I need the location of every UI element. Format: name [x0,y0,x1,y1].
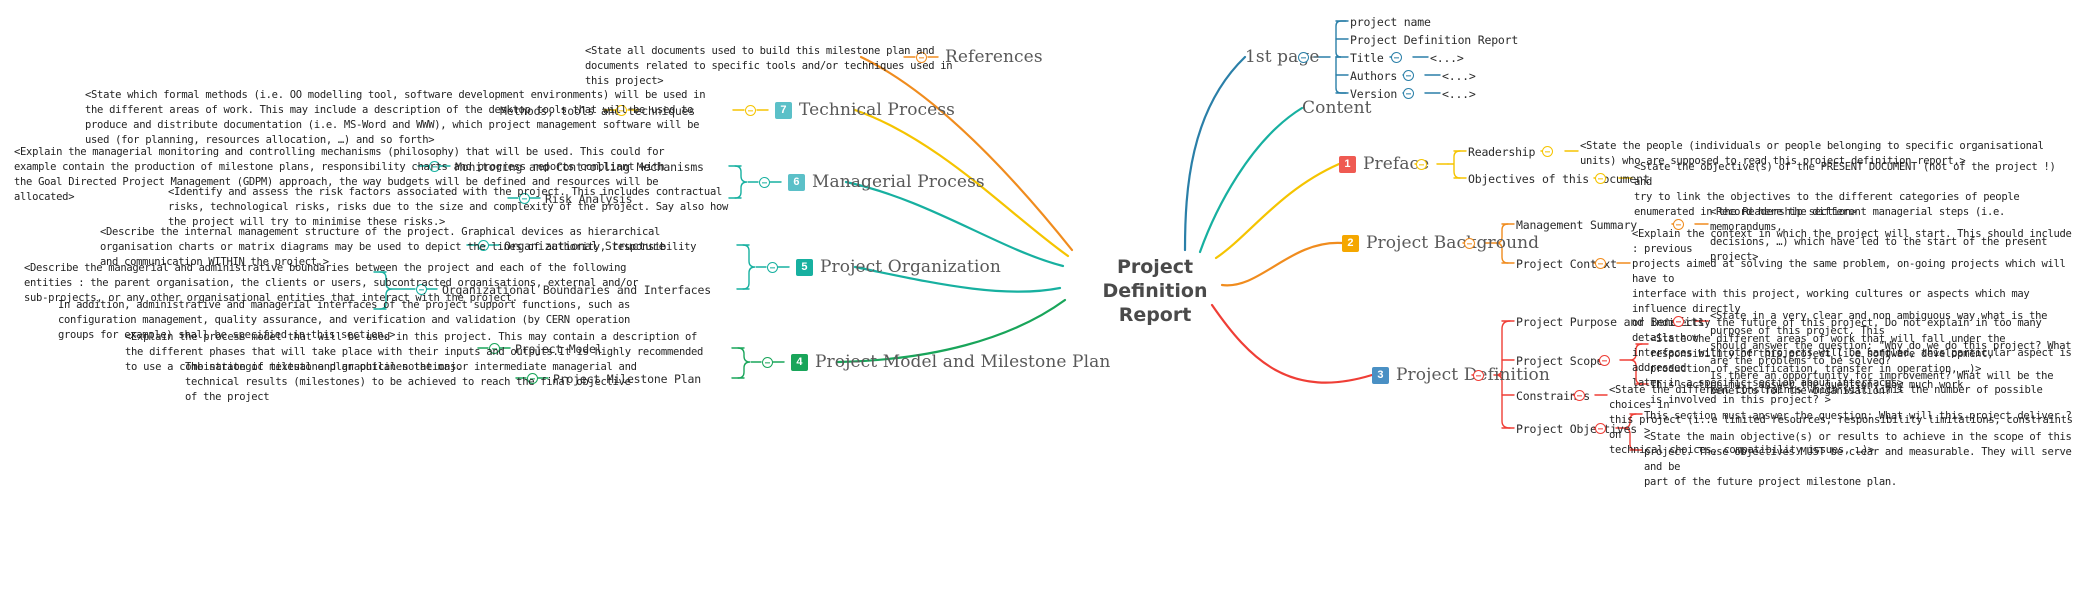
topic-label: Managerial Process [812,172,985,192]
topic-technical-process[interactable]: 7 Technical Process [775,100,955,120]
note-organizational-boundaries-2: In addition, administrative and manageri… [58,299,631,341]
subtopic-project-scope[interactable]: Project Scope [1516,354,1604,368]
topic-number: 3 [1372,366,1389,384]
subtopic-organizational-boundaries-and-interfaces[interactable]: Organizational Boundaries and Interfaces [442,283,711,297]
topic-label: Content [1302,98,1372,118]
collapse-marker-project-background[interactable] [1464,238,1475,249]
leaf-title-value[interactable]: <...> [1430,51,1464,65]
topic-label: Project Organization [820,257,1001,277]
subtopic-readership[interactable]: Readership [1468,145,1536,159]
topic-preface[interactable]: 1 Preface [1339,154,1429,174]
collapse-marker-constraints[interactable] [1574,390,1585,401]
note-project-model: <Explain the process model that will be … [125,331,704,373]
topic-project-background[interactable]: 2 Project Background [1342,233,1539,253]
collapse-marker-technical-process[interactable] [745,105,756,116]
note-organizational-structure: <Describe the internal management struct… [100,226,697,268]
collapse-marker-readership[interactable] [1542,146,1553,157]
topic-project-organization[interactable]: 5 Project Organization [796,257,1001,277]
collapse-marker-project-milestone-plan[interactable] [527,373,538,384]
note-project-milestone-plan: The strategic milestone plan outlines th… [185,361,637,403]
subtopic-project-name[interactable]: project name [1350,15,1431,29]
collapse-marker-authors[interactable] [1403,70,1414,81]
note-project-purpose-and-benefits: <State in a very clear and non ambiguous… [1710,310,2072,397]
collapse-marker-project-organization[interactable] [767,262,778,273]
topic-label: Preface [1363,154,1430,174]
subtopic-management-summary[interactable]: Management Summary [1516,218,1638,232]
collapse-marker-monitoring-and-controlling-mechanisms[interactable] [429,161,440,172]
note-readership: <State the people (individuals or people… [1580,140,2044,167]
subtopic-version[interactable]: Version [1350,87,1398,101]
subtopic-project-milestone-plan[interactable]: Project Milestone Plan [553,372,701,386]
topic-number: 6 [788,173,805,191]
collapse-marker-preface[interactable] [1416,159,1427,170]
topic-label: Project Model and Milestone Plan [815,352,1111,372]
note-constraints: <State the different constraints which w… [1609,384,2073,456]
collapse-marker-management-summary[interactable] [1673,219,1684,230]
subtopic-project-model[interactable]: Project Model [515,342,603,356]
collapse-marker-references[interactable] [916,52,927,63]
topic-number: 4 [791,353,808,371]
subtopic-organizational-structure[interactable]: Organizational Structure [504,239,666,253]
leaf-version-value[interactable]: <...> [1442,87,1476,101]
note-risk-analysis: <Identify and assess the risk factors as… [168,186,729,228]
topic-label: References [945,47,1043,67]
leaf-authors-value[interactable]: <...> [1442,69,1476,83]
collapse-marker-version[interactable] [1403,88,1414,99]
subtopic-risk-analysis[interactable]: Risk Analysis [545,192,633,206]
topic-number: 7 [775,101,792,119]
note-project-context: <Explain the context in which the projec… [1632,228,2072,390]
collapse-marker-managerial-process[interactable] [759,177,770,188]
subtopic-project-context[interactable]: Project Context [1516,257,1617,271]
collapse-marker-first-page[interactable] [1298,52,1309,63]
topic-project-definition[interactable]: 3 Project Definition [1372,365,1550,385]
topic-managerial-process[interactable]: 6 Managerial Process [788,172,985,192]
collapse-marker-organizational-structure[interactable] [478,240,489,251]
subtopic-monitoring-and-controlling-mechanisms[interactable]: Monitoring and Controlling Mechanisms [455,160,704,174]
subtopic-constraints[interactable]: Constraints [1516,389,1590,403]
subtopic-objectives-of-document[interactable]: Objectives of this document [1468,172,1650,186]
topic-project-model-and-milestone-plan[interactable]: 4 Project Model and Milestone Plan [791,352,1110,372]
note-management-summary: <Record here the different managerial st… [1710,206,2048,263]
center-topic[interactable]: Project Definition Report [1102,256,1208,326]
note-monitoring-and-controlling-mechanisms: <Explain the managerial monitoring and c… [14,146,665,203]
collapse-marker-methods-tools-and-techniques[interactable] [616,105,627,116]
topic-number: 5 [796,258,813,276]
collapse-marker-project-definition[interactable] [1473,370,1484,381]
topic-number: 1 [1339,155,1356,173]
collapse-marker-organizational-boundaries-and-interfaces[interactable] [416,284,427,295]
note-objectives-of-document: <State the objective(s) of the PRESENT D… [1634,161,2056,218]
subtopic-title[interactable]: Title [1350,51,1384,65]
note-project-objectives-2: <State the main objective(s) or results … [1644,431,2072,488]
collapse-marker-title[interactable] [1391,52,1402,63]
collapse-marker-project-context[interactable] [1595,258,1606,269]
collapse-marker-project-model-and-milestone-plan[interactable] [762,357,773,368]
subtopic-methods-tools-and-techniques[interactable]: Methods, tools and techniques [500,104,695,118]
subtopic-project-purpose-and-benefits[interactable]: Project Purpose and Benefits [1516,315,1705,329]
note-methods-tools-and-techniques: <State which formal methods (i.e. OO mod… [85,89,706,146]
topic-content[interactable]: Content [1302,98,1372,118]
collapse-marker-project-objectives[interactable] [1595,423,1606,434]
collapse-marker-project-purpose-and-benefits[interactable] [1673,316,1684,327]
subtopic-authors[interactable]: Authors [1350,69,1398,83]
collapse-marker-project-model[interactable] [489,343,500,354]
note-project-objectives-1: This section must answer the question: W… [1644,410,2072,437]
note-project-scope-1: <State the different areas of work that … [1650,333,2006,375]
topic-label: Technical Process [799,100,955,120]
topic-number: 2 [1342,234,1359,252]
topic-label: Project Background [1366,233,1540,253]
collapse-marker-project-scope[interactable] [1599,355,1610,366]
collapse-marker-risk-analysis[interactable] [519,193,530,204]
note-organizational-boundaries-1: <Describe the managerial and administrat… [24,262,639,304]
collapse-marker-objectives-of-document[interactable] [1595,173,1606,184]
note-references: <State all documents used to build this … [585,45,953,87]
subtopic-project-objectives[interactable]: Project Objectives [1516,422,1638,436]
topic-references[interactable]: References [945,47,1043,67]
subtopic-project-definition-report[interactable]: Project Definition Report [1350,33,1519,47]
note-project-scope-2: This section must answer the question: H… [1650,379,1964,406]
